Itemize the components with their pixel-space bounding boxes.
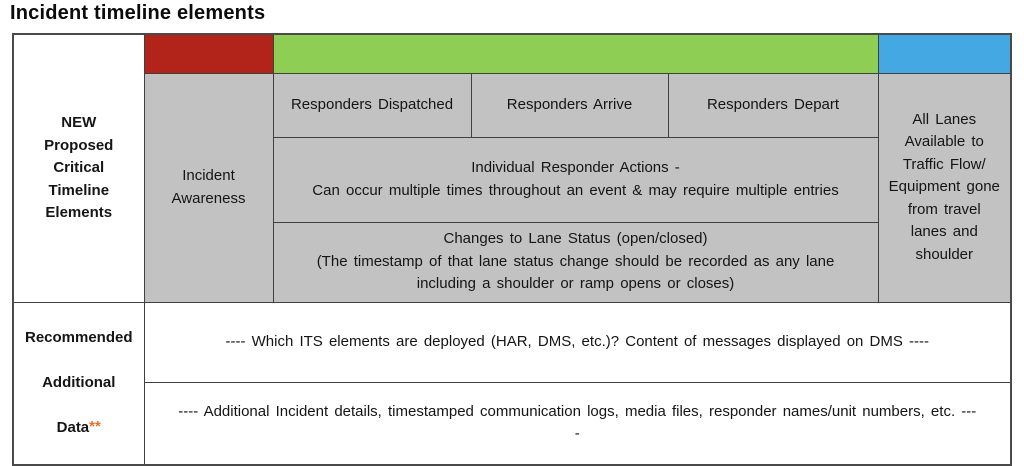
- row-label-recommended-additional-data: Recommended Additional Data**: [12, 301, 145, 466]
- cell-changes-to-lane-status: Changes to Lane Status (open/closed) (Th…: [272, 221, 879, 303]
- row-label-new-proposed-critical-timeline-elements: NEW Proposed Critical Timeline Elements: [12, 33, 145, 303]
- cell-individual-responder-actions: Individual Responder Actions - Can occur…: [272, 136, 879, 223]
- green-band-response: [272, 33, 879, 74]
- blue-band-clearance: [877, 33, 1012, 74]
- cell-responders-dispatched: Responders Dispatched: [272, 72, 472, 138]
- cell-which-its-elements: ---- Which ITS elements are deployed (HA…: [143, 301, 1012, 383]
- cell-incident-awareness: Incident Awareness: [143, 72, 274, 303]
- incident-timeline-table: NEW Proposed Critical Timeline Elements …: [12, 33, 1013, 466]
- orange-asterisks: **: [89, 418, 101, 435]
- color-band-row: NEW Proposed Critical Timeline Elements: [12, 33, 1012, 303]
- additional-incident-details-row: ---- Additional Incident details, timest…: [13, 381, 1012, 466]
- changes-to-lane-status-row: Changes to Lane Status (open/closed) (Th…: [13, 221, 1011, 303]
- cell-all-lanes-available: All Lanes Available to Traffic Flow/ Equ…: [877, 72, 1012, 303]
- recommended-line-1: Recommended: [24, 329, 133, 346]
- recommended-line-2: Additional: [42, 374, 116, 391]
- red-band-incident-awareness: [143, 33, 274, 74]
- individual-responder-actions-row: Individual Responder Actions - Can occur…: [13, 136, 1011, 223]
- cell-responders-arrive: Responders Arrive: [470, 72, 669, 138]
- page-title: Incident timeline elements: [10, 2, 266, 24]
- responders-row: Incident Awareness Responders Dispatched…: [13, 72, 1012, 303]
- cell-additional-incident-details: ---- Additional Incident details, timest…: [143, 381, 1012, 466]
- cell-responders-depart: Responders Depart: [667, 72, 879, 138]
- recommended-line-3: Data**: [56, 418, 101, 436]
- which-its-row: Recommended Additional Data** ---- Which…: [12, 301, 1012, 466]
